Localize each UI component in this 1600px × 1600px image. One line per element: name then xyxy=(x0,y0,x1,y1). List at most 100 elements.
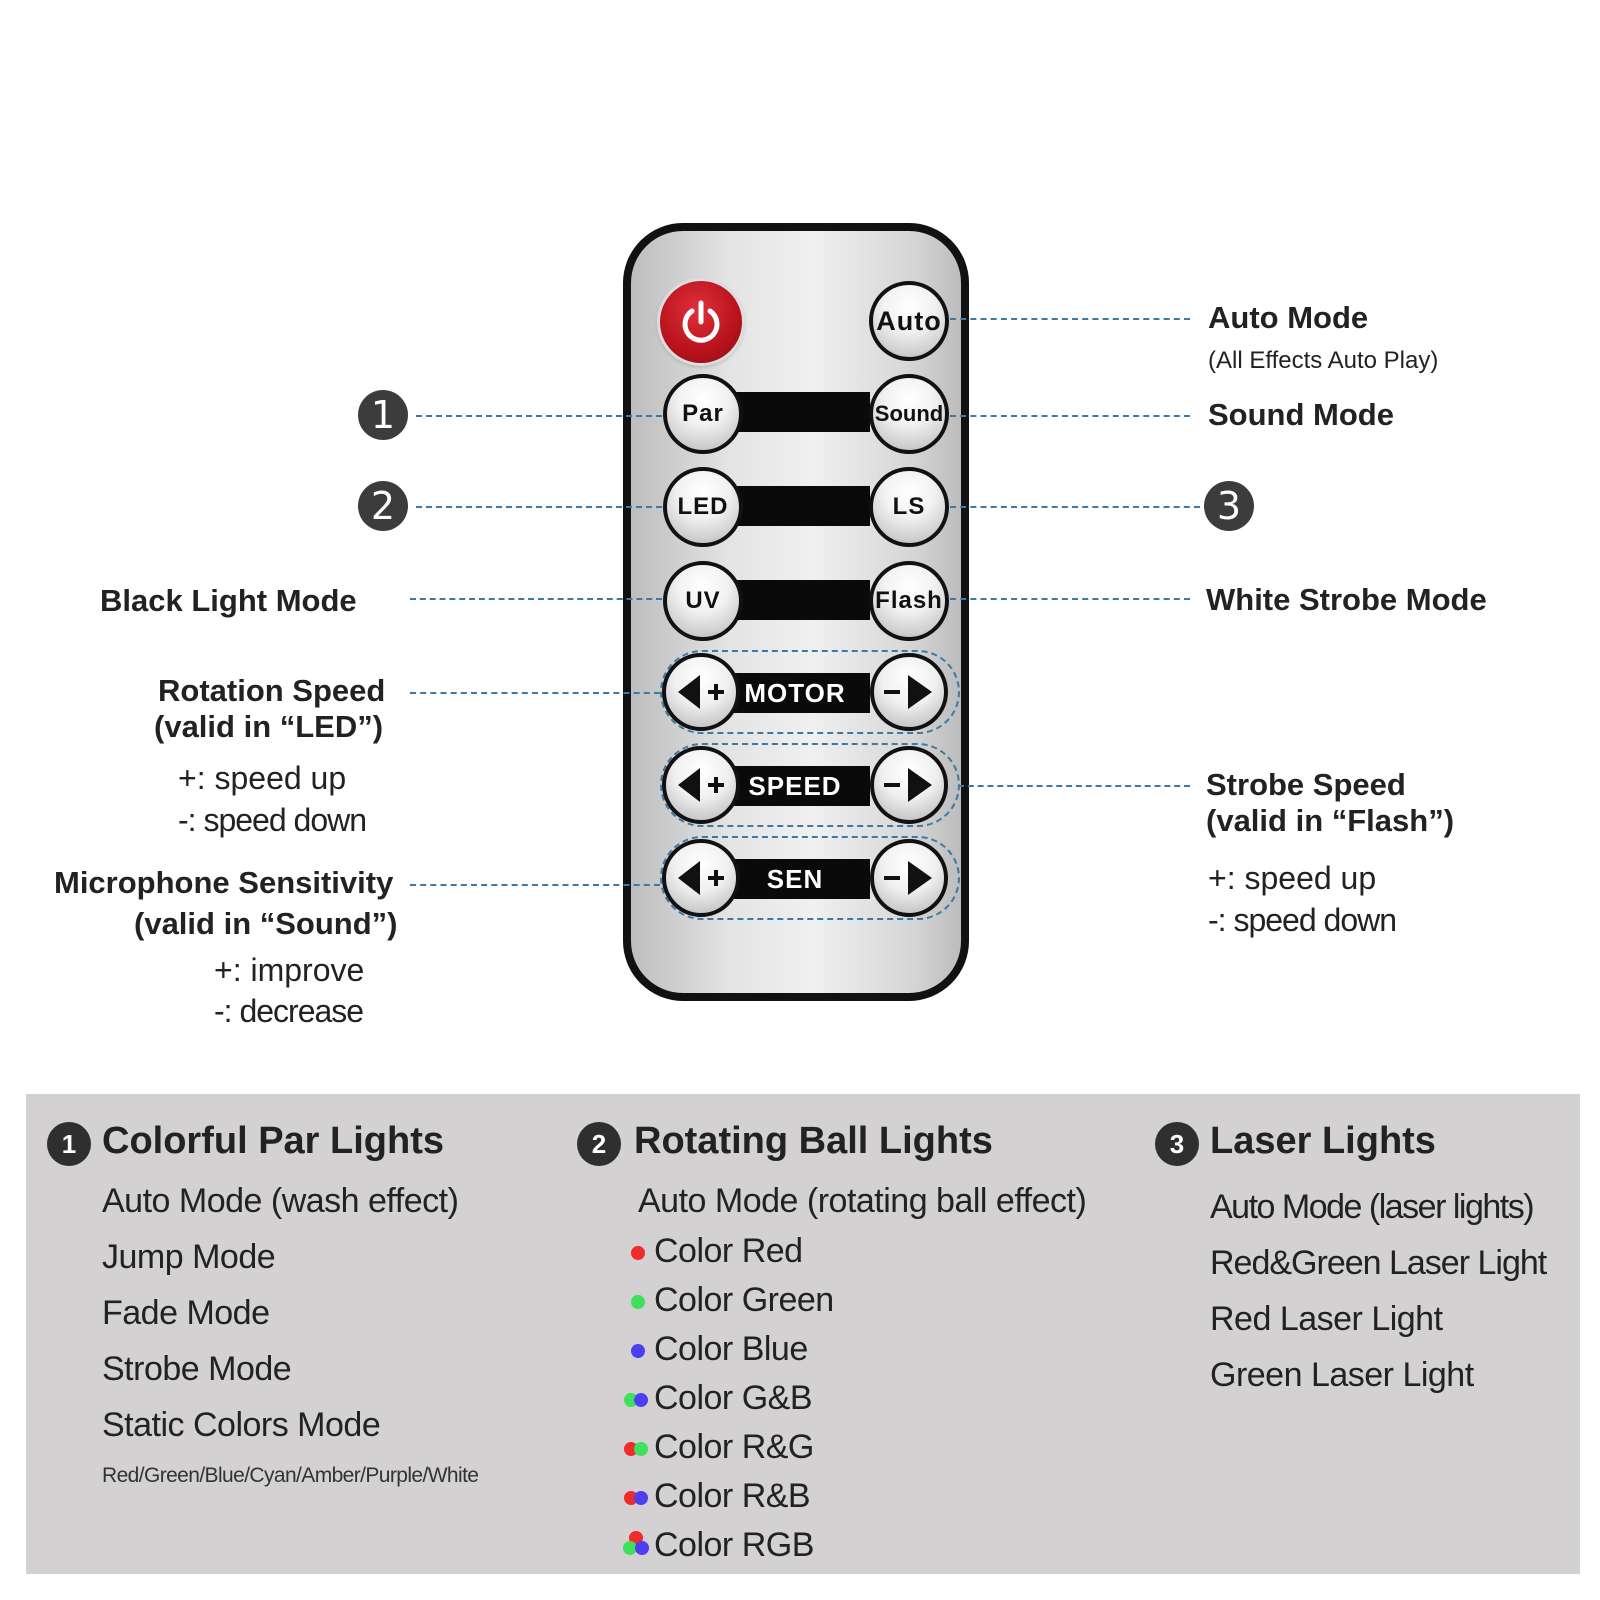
auto-mode-sub-label: (All Effects Auto Play) xyxy=(1208,347,1439,374)
section-2-item: Color R&G xyxy=(654,1428,814,1466)
par-leader-line xyxy=(416,415,662,417)
sen-bar xyxy=(720,859,870,899)
blue-dot-icon xyxy=(634,1393,648,1407)
callout-number-3: 3 xyxy=(1204,481,1254,531)
flash-button[interactable]: Flash xyxy=(869,561,949,641)
led-leader-line xyxy=(416,506,662,508)
section-2-title: Rotating Ball Lights xyxy=(634,1120,993,1162)
right-arrow-minus-icon xyxy=(884,861,932,895)
auto-leader-line xyxy=(950,318,1190,320)
strobe-speed-label: Strobe Speed xyxy=(1206,767,1406,802)
section-2-item: Color Blue xyxy=(654,1330,808,1368)
led-button[interactable]: LED xyxy=(663,467,743,547)
section-1-note: Red/Green/Blue/Cyan/Amber/Purple/White xyxy=(102,1464,479,1487)
section-2-item: Color Green xyxy=(654,1281,834,1319)
flash-leader-line xyxy=(950,598,1190,600)
mic-sensitivity-label: Microphone Sensitivity xyxy=(54,865,394,900)
black-light-mode-label: Black Light Mode xyxy=(100,583,357,618)
rotation-speed-valid-label: (valid in “LED”) xyxy=(154,709,384,744)
section-2-item: Color Red xyxy=(654,1232,803,1270)
green-dot-icon xyxy=(623,1541,637,1555)
callout-number-2: 2 xyxy=(358,481,408,531)
section-2-item: Color R&B xyxy=(654,1477,811,1515)
section-3-number: 3 xyxy=(1155,1122,1199,1166)
par-sound-bar xyxy=(720,392,870,432)
left-arrow-plus-icon xyxy=(678,675,724,709)
strobe-speed-valid-label: (valid in “Flash”) xyxy=(1206,803,1455,838)
uv-button-label: UV xyxy=(685,587,721,614)
uv-button[interactable]: UV xyxy=(663,561,743,641)
sen-plus-button[interactable] xyxy=(662,839,740,917)
section-1-title: Colorful Par Lights xyxy=(102,1120,444,1162)
blue-dot-icon xyxy=(634,1491,648,1505)
section-3-item: Green Laser Light xyxy=(1210,1356,1474,1394)
sen-minus-button[interactable] xyxy=(870,839,948,917)
section-3-title: Laser Lights xyxy=(1210,1120,1436,1162)
sound-button-label: Sound xyxy=(874,401,944,426)
blue-dot-icon xyxy=(635,1541,649,1555)
callout-number-1: 1 xyxy=(358,390,408,440)
section-1-item: Jump Mode xyxy=(102,1238,276,1276)
uv-flash-bar xyxy=(720,580,870,620)
blue-dot-icon xyxy=(631,1344,645,1358)
section-3-item: Red Laser Light xyxy=(1210,1300,1443,1338)
auto-mode-label: Auto Mode xyxy=(1208,300,1369,335)
speed-label: SPEED xyxy=(748,771,842,801)
white-strobe-mode-label: White Strobe Mode xyxy=(1206,582,1487,617)
sound-leader-line xyxy=(950,415,1190,417)
motor-label: MOTOR xyxy=(744,678,846,708)
rotation-minus-label: -: speed down xyxy=(178,802,367,838)
section-2-item: Color G&B xyxy=(654,1379,813,1417)
section-3-item: Auto Mode (laser lights) xyxy=(1210,1188,1535,1226)
motor-bar xyxy=(720,673,870,713)
legend-panel xyxy=(26,1094,1580,1574)
section-1-item: Static Colors Mode xyxy=(102,1406,381,1444)
power-icon xyxy=(682,300,720,343)
rotation-speed-label: Rotation Speed xyxy=(158,673,386,708)
motor-plus-button[interactable] xyxy=(662,653,740,731)
sound-button[interactable]: Sound xyxy=(869,374,949,454)
power-button[interactable] xyxy=(660,281,742,363)
section-2-item: Color RGB xyxy=(654,1526,814,1564)
rotation-plus-label: +: speed up xyxy=(178,760,347,796)
speed-plus-button[interactable] xyxy=(662,746,740,824)
section-3-item: Red&Green Laser Light xyxy=(1210,1244,1547,1282)
ls-button-label: LS xyxy=(892,493,926,520)
par-button-label: Par xyxy=(682,400,724,427)
sen-leader-line xyxy=(410,884,660,886)
sen-label: SEN xyxy=(766,864,824,894)
strobe-minus-label: -: speed down xyxy=(1208,902,1397,938)
left-arrow-plus-icon xyxy=(678,768,724,802)
sound-mode-label: Sound Mode xyxy=(1208,397,1394,432)
flash-button-label: Flash xyxy=(875,587,943,614)
red-dot-icon xyxy=(631,1246,645,1260)
sen-control-group xyxy=(660,836,960,920)
ls-button[interactable]: LS xyxy=(869,467,949,547)
speed-bar xyxy=(720,766,870,806)
auto-button[interactable]: Auto xyxy=(869,281,949,361)
right-arrow-minus-icon xyxy=(884,675,932,709)
speed-leader-line xyxy=(958,785,1190,787)
section-2-item: Auto Mode (rotating ball effect) xyxy=(638,1182,1087,1220)
auto-button-label: Auto xyxy=(876,305,942,336)
motor-leader-line xyxy=(410,692,660,694)
mic-minus-label: -: decrease xyxy=(214,993,364,1029)
mic-valid-label: (valid in “Sound”) xyxy=(134,906,398,941)
ls-leader-line xyxy=(950,506,1200,508)
section-2-number: 2 xyxy=(577,1122,621,1166)
section-1-item: Fade Mode xyxy=(102,1294,270,1332)
mic-plus-label: +: improve xyxy=(214,952,365,988)
led-button-label: LED xyxy=(677,493,729,520)
green-dot-icon xyxy=(634,1442,648,1456)
speed-minus-button[interactable] xyxy=(870,746,948,824)
green-dot-icon xyxy=(631,1295,645,1309)
par-button[interactable]: Par xyxy=(663,374,743,454)
uv-leader-line xyxy=(410,598,662,600)
section-1-number: 1 xyxy=(47,1122,91,1166)
section-1-item: Auto Mode (wash effect) xyxy=(102,1182,459,1220)
section-1-item: Strobe Mode xyxy=(102,1350,292,1388)
motor-minus-button[interactable] xyxy=(870,653,948,731)
strobe-plus-label: +: speed up xyxy=(1208,860,1377,896)
left-arrow-plus-icon xyxy=(678,861,724,895)
right-arrow-minus-icon xyxy=(884,768,932,802)
